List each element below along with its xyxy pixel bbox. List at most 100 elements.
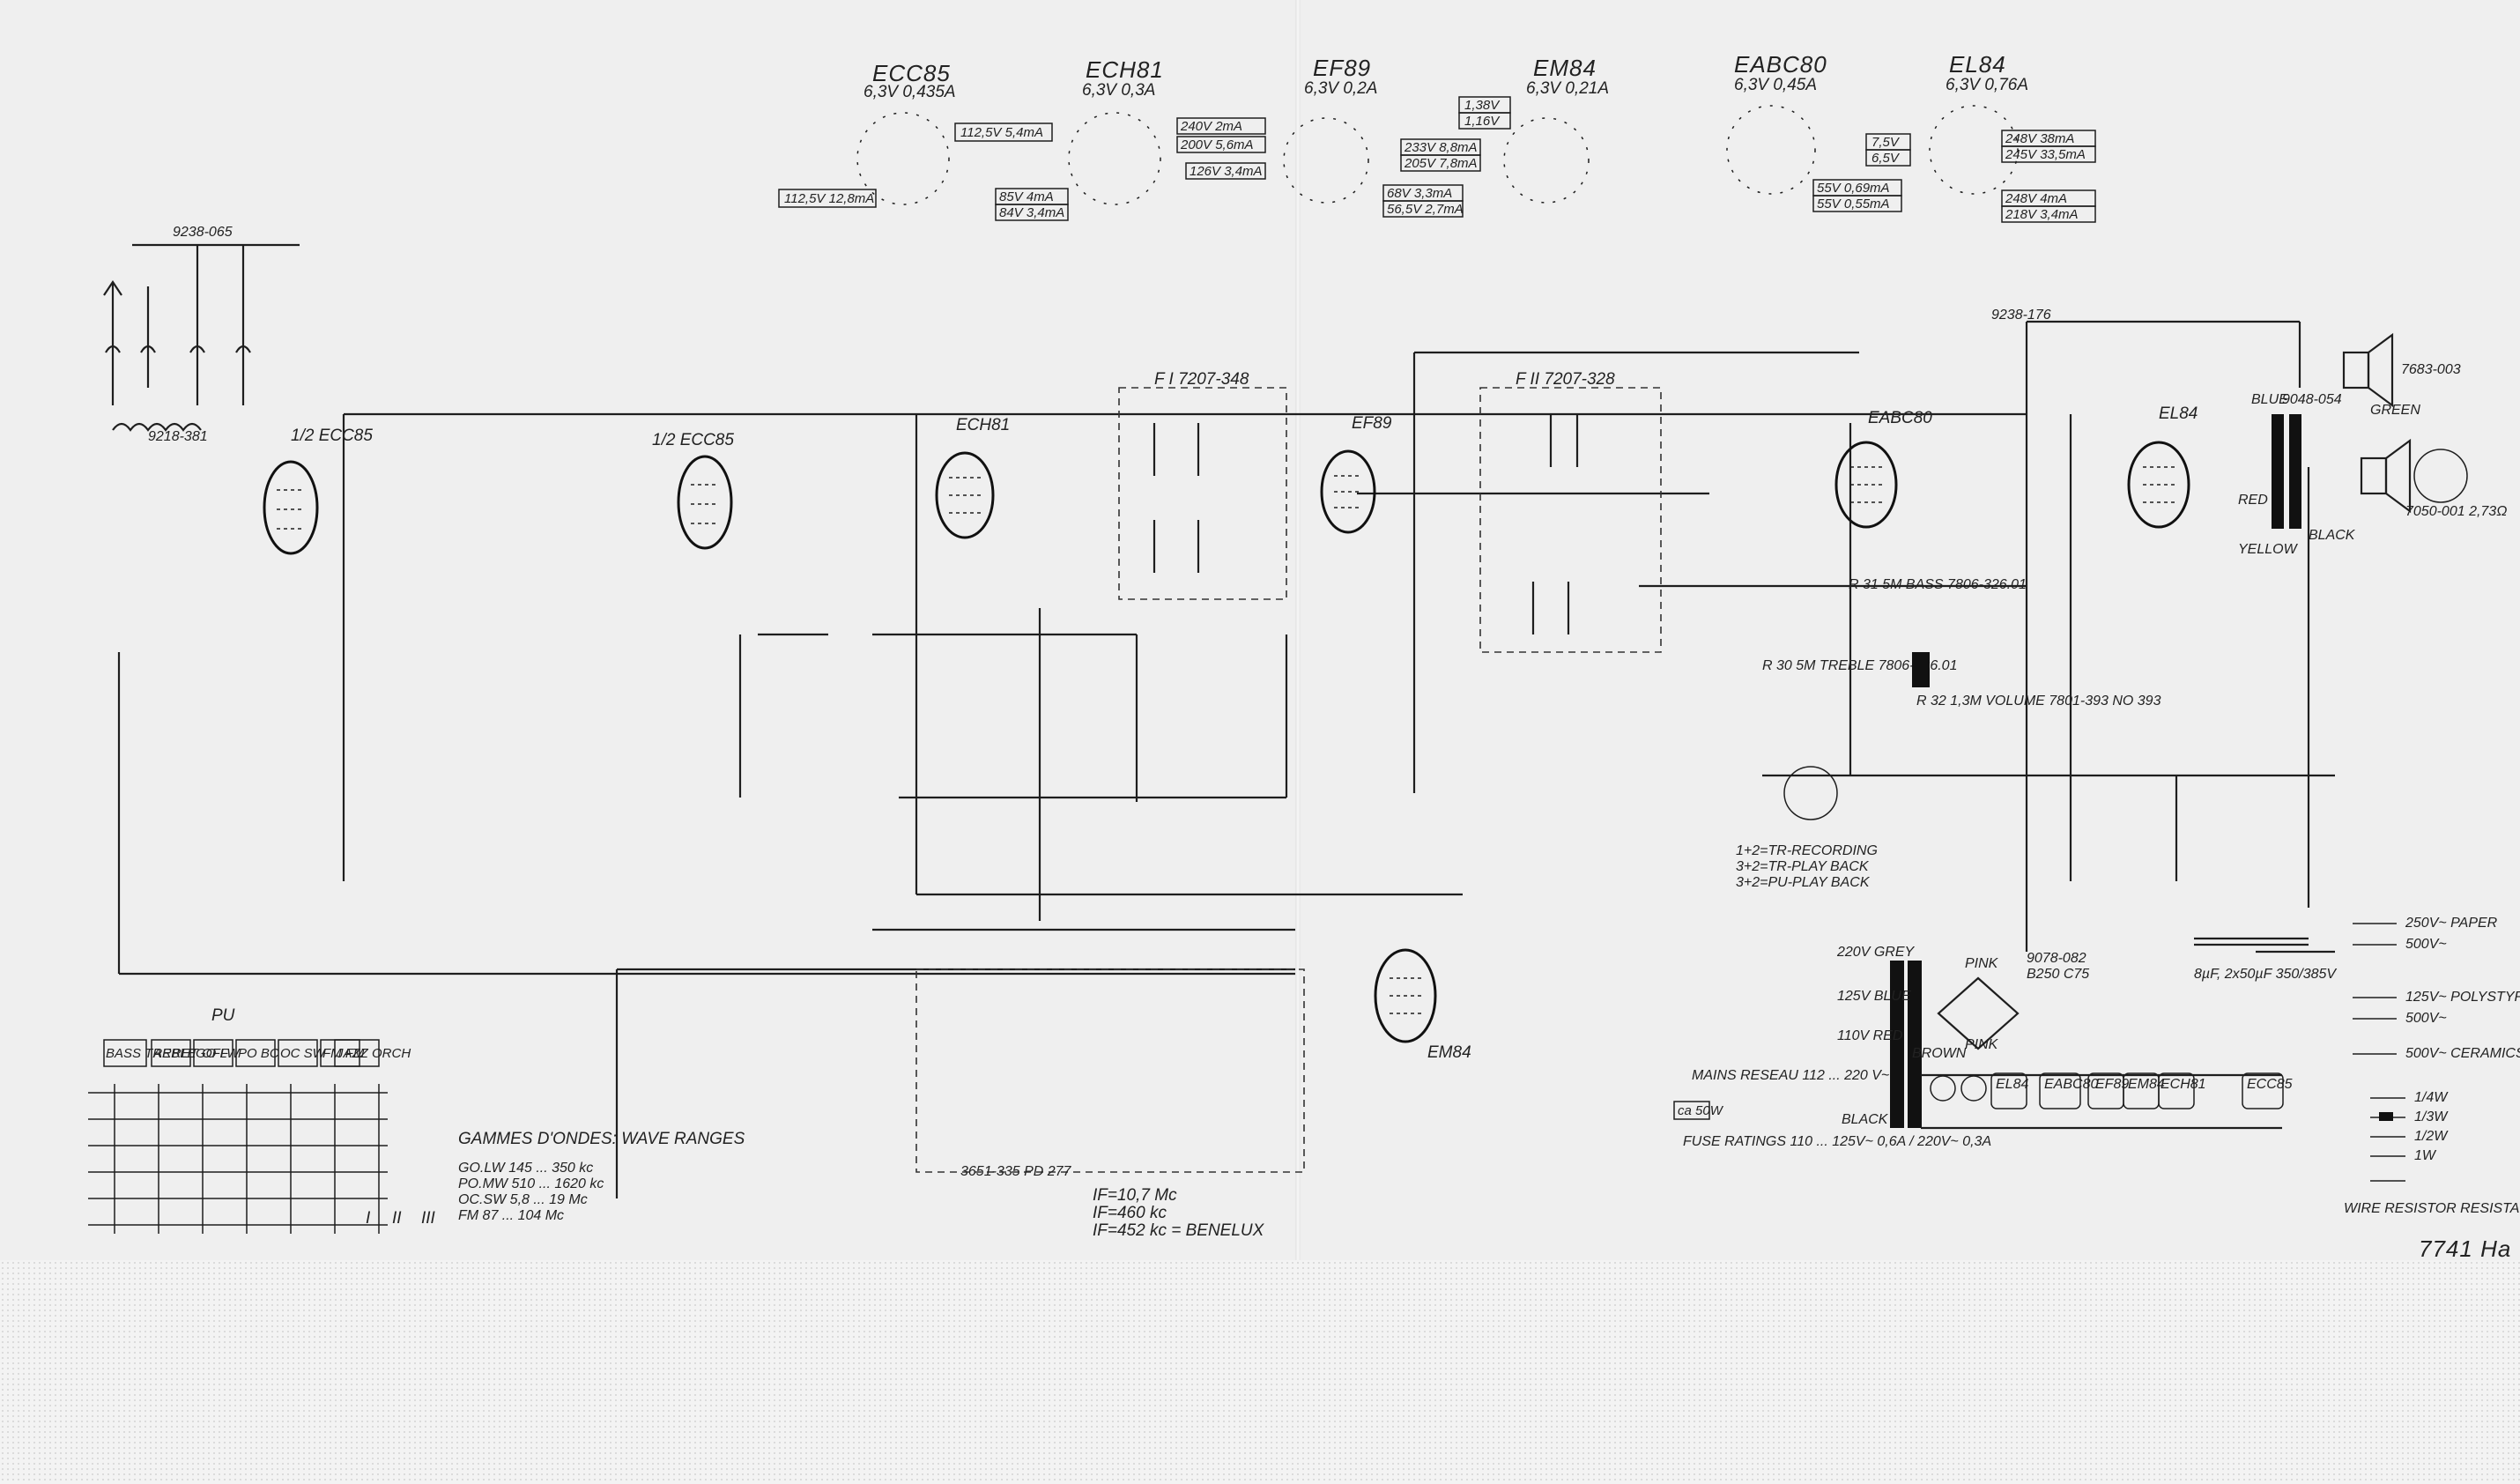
mains-label: MAINS RESEAU 112 ... 220 V~	[1692, 1068, 1889, 1083]
header-el84-rating: 6,3V 0,76A	[1946, 76, 2028, 94]
switch-btn-5: OC SW	[280, 1046, 327, 1061]
header-ech81-v2: 200V 5,6mA	[1180, 137, 1254, 152]
cap-legend-2: 500V~	[2405, 937, 2447, 952]
res-legend-1: 1/4W	[2414, 1090, 2449, 1105]
header-ech81-v1: 240V 2mA	[1180, 119, 1242, 134]
header-ef89-v3: 68V 3,3mA	[1387, 186, 1452, 201]
if-transformer-2-label: F II 7207-328	[1516, 370, 1615, 389]
power-supply: 9078-082 220V GREY 125V BLUE 110V RED PI…	[1673, 945, 2282, 1149]
tube-label-em84: EM84	[1427, 1043, 1471, 1062]
wire-pink-1: PINK	[1965, 956, 1999, 971]
res-legend-3: 1/2W	[2414, 1129, 2449, 1144]
tube-label-el84: EL84	[2159, 404, 2198, 423]
scanner-background	[0, 1260, 2520, 1484]
header-el84-v1: 7,5V	[1871, 135, 1901, 150]
valve-em84: EM84	[1374, 948, 1471, 1062]
rec-note-3: 3+2=PU-PLAY BACK	[1736, 875, 1871, 890]
valve-ecc85-b: 1/2 ECC85	[652, 431, 734, 550]
rec-note-1: 1+2=TR-RECORDING	[1736, 843, 1878, 858]
rectifier-ref: B250 C75	[2027, 967, 2089, 982]
tap-110: 110V RED	[1837, 1028, 1903, 1043]
if-freq-3: IF=452 kc = BENELUX	[1093, 1221, 1265, 1240]
heater-ef89: EF89	[2095, 1077, 2129, 1092]
header-ecc85: ECC85 6,3V 0,435A 112,5V 5,4mA 112,5V 12…	[778, 60, 1053, 208]
header-em84: EM84 6,3V 0,21A 1,38V 1,16V	[1458, 55, 1609, 204]
cap-legend-3: 125V~ POLYSTYRENE	[2405, 990, 2520, 1005]
valve-eabc80: EABC80	[1834, 409, 1932, 529]
if-transformer-1: F I 7207-348	[1118, 370, 1287, 600]
speaker-tweeter-ref: 7050-001 2,73Ω	[2405, 504, 2507, 519]
page-fold	[1295, 0, 1301, 1260]
wave-range-3: OC.SW 5,8 ... 19 Mc	[458, 1192, 588, 1207]
header-ech81-name: ECH81	[1086, 56, 1164, 83]
filter-capacitors: 8µF, 2x50µF 350/385V	[2194, 937, 2337, 982]
header-eabc80-rating: 6,3V 0,45A	[1734, 76, 1817, 94]
header-ech81-v3: 126V 3,4mA	[1190, 164, 1263, 179]
tube-label-eabc80: EABC80	[1868, 409, 1932, 427]
if-transformer-1-label: F I 7207-348	[1154, 370, 1249, 389]
heater-el84: EL84	[1996, 1077, 2028, 1092]
output-transformer-ref: 9048-054	[2282, 392, 2342, 407]
heater-eabc80: EABC80	[2044, 1077, 2098, 1092]
switch-btn-2: ARRET OFF	[152, 1046, 229, 1061]
input-coil-ref: 9218-381	[148, 429, 208, 444]
fuse-ratings: FUSE RATINGS 110 ... 125V~ 0,6A / 220V~ …	[1683, 1134, 1991, 1149]
schematic-sheet	[0, 0, 2520, 1260]
tone-controls: R 31 5M BASS 7806-326.01 R 30 5M TREBLE …	[1762, 577, 2161, 709]
wire-blue: BLUE	[2251, 392, 2288, 407]
wave-range-1: GO.LW 145 ... 350 kc	[458, 1161, 593, 1176]
header-ef89-v1: 233V 8,8mA	[1404, 140, 1478, 155]
antenna-input: 9238-065 9218-381	[103, 225, 300, 444]
res-legend-5: WIRE RESISTOR RESISTANCE BOBINEE	[2344, 1201, 2520, 1216]
header-ech81-rating: 6,3V 0,3A	[1082, 81, 1155, 100]
header-el84-v2: 6,5V	[1871, 151, 1901, 166]
switch-btn-7: JAZZ ORCH	[336, 1046, 411, 1061]
header-ef89-name: EF89	[1313, 55, 1371, 81]
switch-btn-3: GO LW	[196, 1046, 241, 1061]
header-eabc80-v2: 55V 0,55mA	[1817, 197, 1890, 211]
header-ecc85-rating: 6,3V 0,435A	[863, 83, 956, 101]
header-ecc85-v2: 112,5V 12,8mA	[784, 191, 874, 206]
wire-yellow: YELLOW	[2238, 542, 2299, 557]
schematic-diagram: ECC85 6,3V 0,435A 112,5V 5,4mA 112,5V 12…	[88, 51, 2520, 1260]
header-el84-name: EL84	[1949, 51, 2006, 78]
roman-3: III	[421, 1209, 436, 1228]
wave-ranges: GAMMES D'ONDES: WAVE RANGES GO.LW 145 ..…	[458, 1130, 745, 1223]
if-freq-2: IF=460 kc	[1093, 1204, 1167, 1222]
header-ef89-v4: 56,5V 2,7mA	[1387, 202, 1464, 217]
header-ech81-v5: 84V 3,4mA	[999, 205, 1064, 220]
tap-125: 125V BLUE	[1837, 989, 1911, 1004]
header-ecc85-v1: 112,5V 5,4mA	[960, 125, 1043, 140]
wire-brown: BROWN	[1912, 1046, 1967, 1061]
header-ecc85-name: ECC85	[872, 60, 951, 86]
wire-red: RED	[2238, 493, 2268, 508]
header-ef89: EF89 6,3V 0,2A 233V 8,8mA 205V 7,8mA 68V…	[1283, 55, 1481, 218]
switch-panel: PU BASS TREBLE ARRET OFF GO LW PO BC OC …	[88, 1006, 436, 1234]
recording-notes: 1+2=TR-RECORDING 3+2=TR-PLAY BACK 3+2=PU…	[1736, 766, 1878, 890]
wiring	[117, 320, 2335, 976]
header-el84-v6: 218V 3,4mA	[2005, 207, 2079, 222]
mains-watts: ca 50W	[1678, 1103, 1724, 1118]
header-eabc80-v1: 55V 0,69mA	[1817, 181, 1890, 196]
header-em84-rating: 6,3V 0,21A	[1526, 79, 1609, 98]
wave-range-2: PO.MW 510 ... 1620 kc	[458, 1176, 604, 1191]
header-el84: EL84 6,3V 0,76A 7,5V 6,5V 248V 38mA 245V…	[1865, 51, 2096, 223]
header-el84-v4: 245V 33,5mA	[2005, 147, 2086, 162]
speaker-main-ref: 7683-003	[2401, 362, 2461, 377]
switch-btn-6: FM FM	[322, 1046, 365, 1061]
heater-ech81: ECH81	[2161, 1077, 2206, 1092]
tube-label-ef89: EF89	[1352, 414, 1392, 433]
valve-ech81: ECH81	[935, 416, 1010, 539]
valve-ef89: EF89	[1320, 414, 1392, 534]
if-freq-1: IF=10,7 Mc	[1093, 1186, 1177, 1205]
header-ech81: ECH81 6,3V 0,3A 240V 2mA 200V 5,6mA 126V…	[995, 56, 1266, 221]
tuner-section: 3651-335 PD 277 IF=10,7 Mc IF=460 kc IF=…	[615, 968, 1305, 1240]
wire-green: GREEN	[2370, 403, 2420, 418]
header-eabc80-name: EABC80	[1734, 51, 1827, 78]
resistor-legend: 1/4W 1/3W 1/2W 1W WIRE RESISTOR RESISTAN…	[2344, 1090, 2520, 1216]
cap-legend-5: 500V~ CERAMICS	[2405, 1046, 2520, 1061]
mains-transformer-ref: 9078-082	[2027, 951, 2086, 966]
capacitor-legend: 250V~ PAPER 500V~ 125V~ POLYSTYRENE 500V…	[2353, 916, 2520, 1061]
header-ech81-v4: 85V 4mA	[999, 189, 1054, 204]
tuning-gang-ref: 3651-335 PD 277	[960, 1164, 1072, 1179]
